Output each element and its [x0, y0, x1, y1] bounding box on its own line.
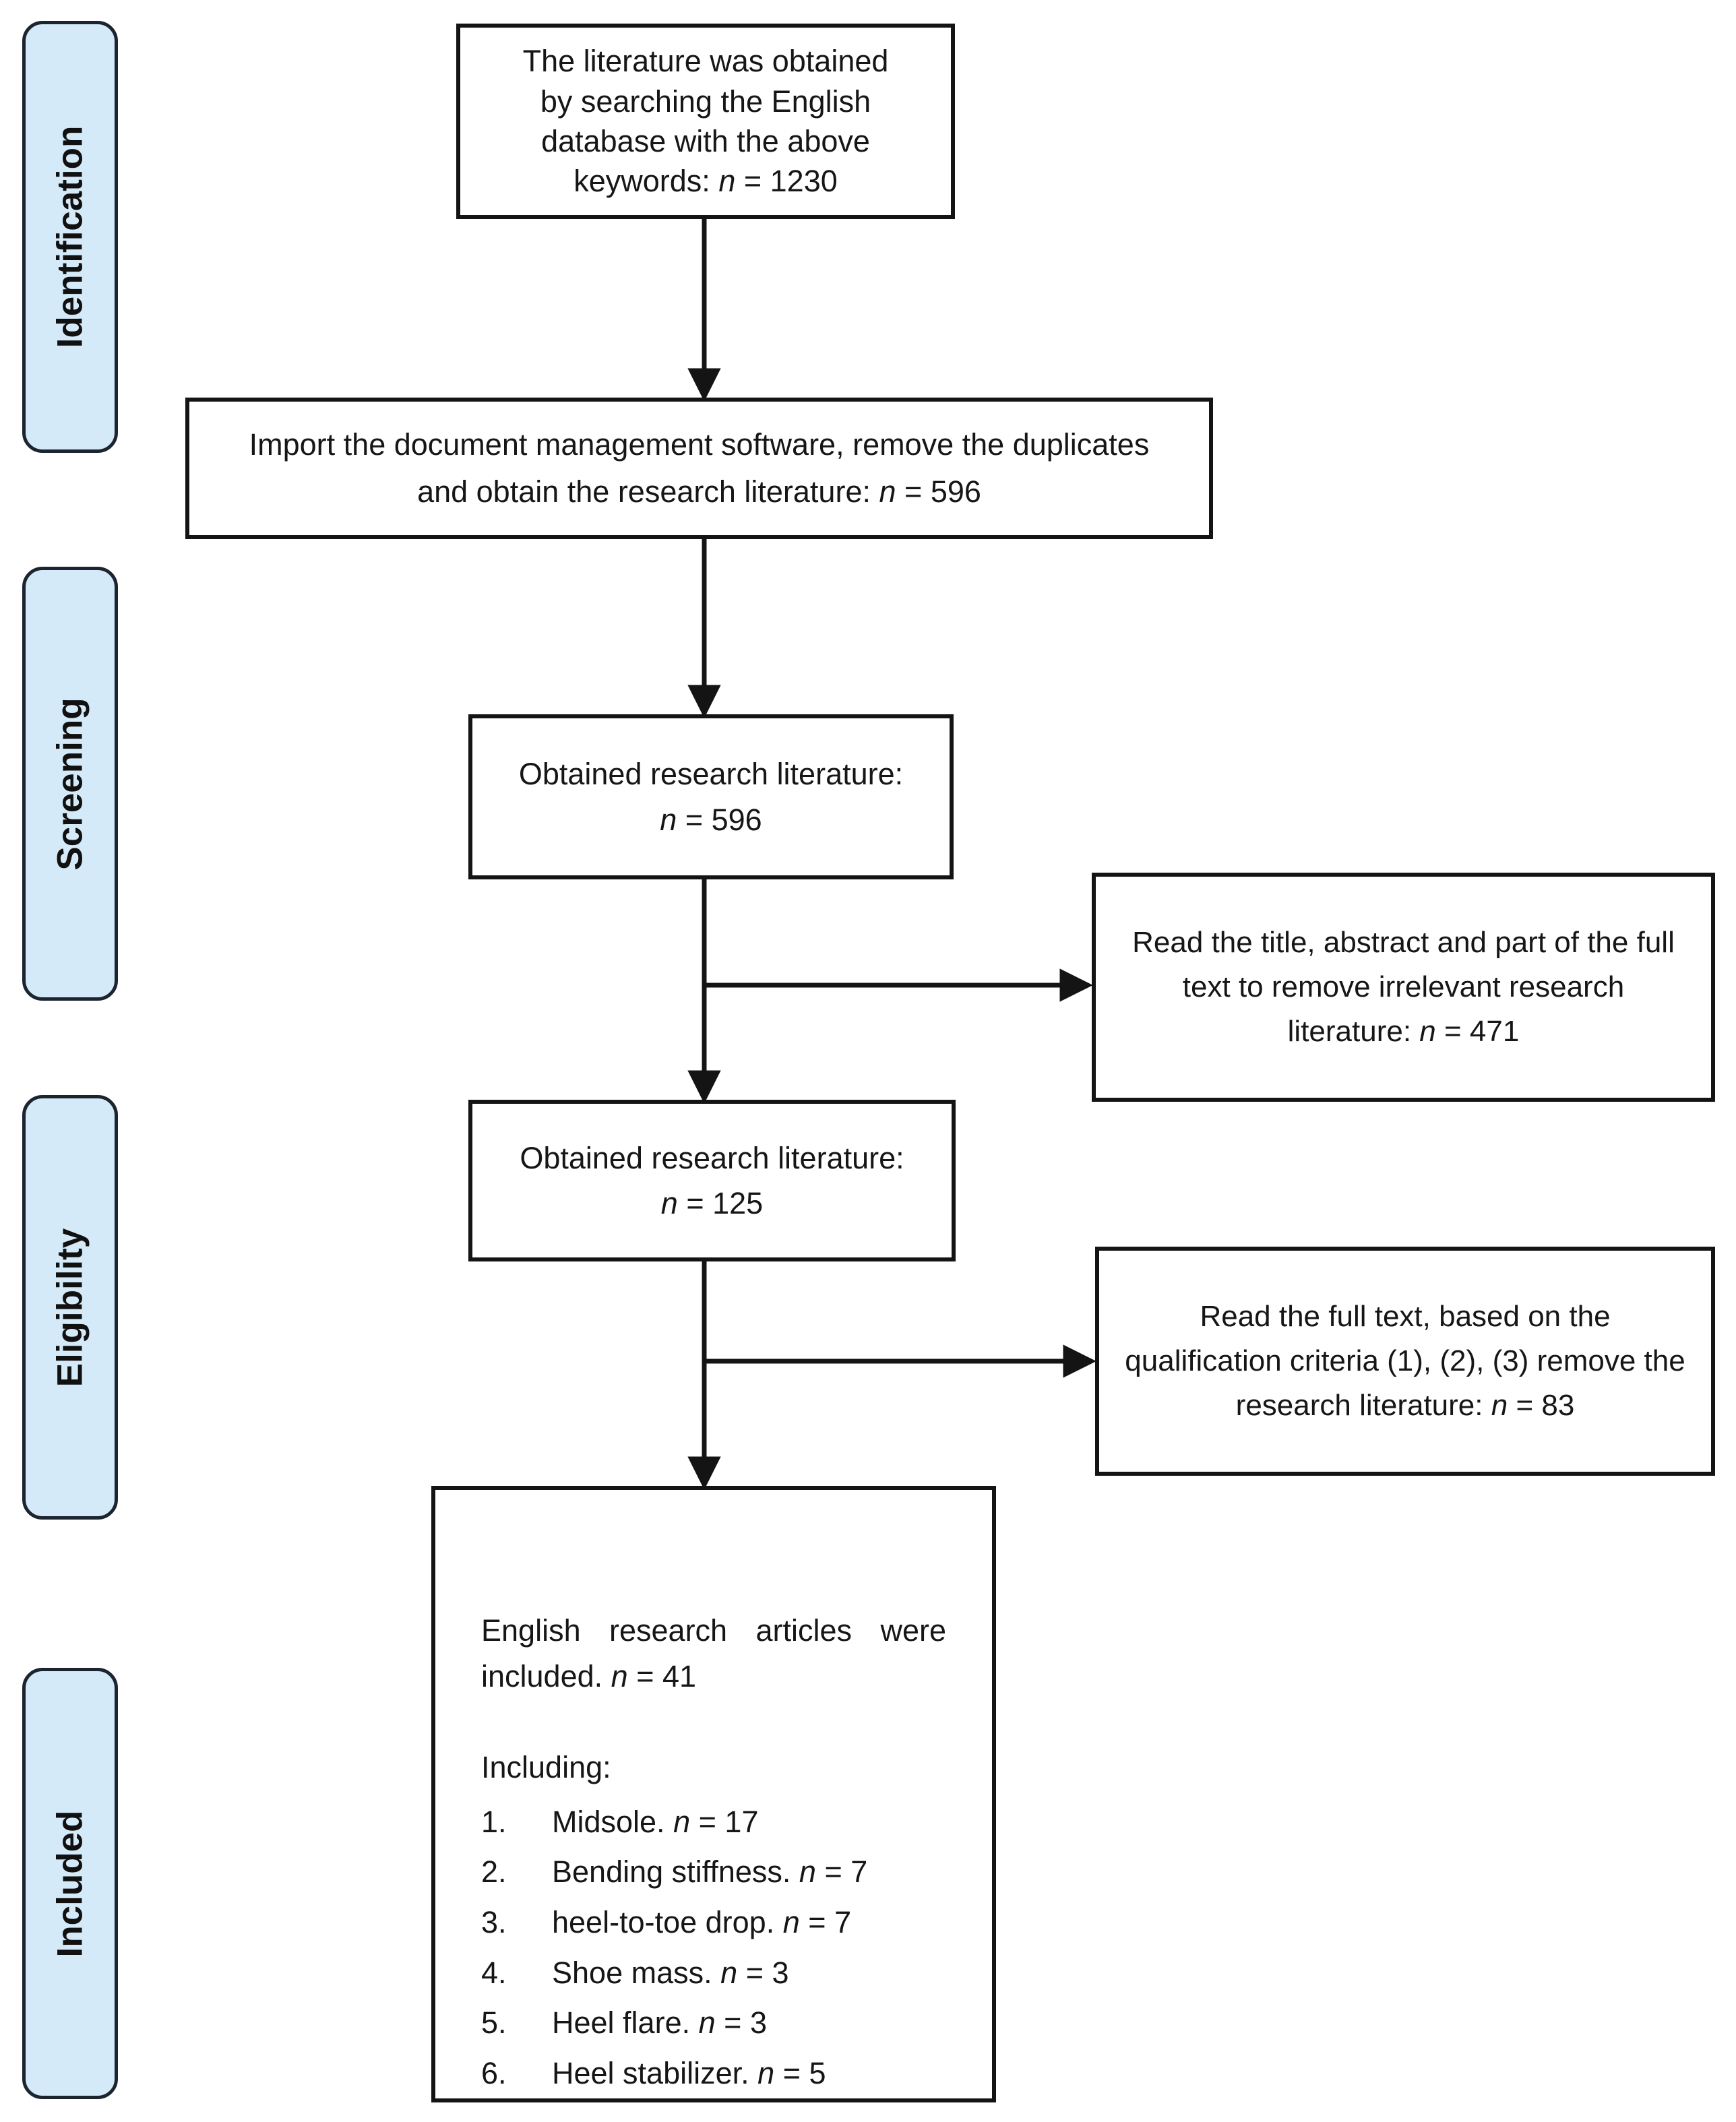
n-symbol: n [1419, 1015, 1436, 1048]
item-text: Bending stiffness. n = 7 [552, 1847, 867, 1898]
item-text: Heel flare. n = 3 [552, 1998, 767, 2049]
n-value: = 471 [1444, 1015, 1520, 1048]
stage-label-text: Screening [50, 697, 90, 871]
item-number: 6. [481, 2055, 507, 2090]
included-item-heel-flare: 5. Heel flare. n = 3 [481, 1998, 946, 2049]
box-text-main: Read the title, abstract and part of the… [1132, 926, 1675, 1048]
included-summary: English research articles were included.… [481, 1608, 946, 1699]
item-label: heel-to-toe drop. [552, 1904, 775, 1939]
n-symbol: n [611, 1658, 628, 1693]
box-fulltext-exclusion: Read the full text, based on the qualifi… [1095, 1247, 1715, 1476]
n-value: = 7 [824, 1854, 868, 1890]
arrow-dedup-to-screened-head [687, 685, 721, 718]
box-text-main: Obtained research literature: [520, 1140, 904, 1175]
arrow-eligible-to-included-head [687, 1456, 721, 1490]
item-number: 5. [481, 2005, 507, 2040]
box-text-main: Import the document management software,… [249, 427, 1150, 509]
box-text-main: English research articles were included. [481, 1613, 946, 1693]
box-included-articles: English research articles were included.… [431, 1486, 996, 2102]
n-symbol: n [879, 474, 896, 509]
n-value: = 5 [782, 2055, 826, 2090]
arrow-search-to-dedup-head [687, 368, 721, 402]
n-value: = 596 [904, 474, 981, 509]
n-value: = 17 [698, 1804, 759, 1839]
box-text: Read the title, abstract and part of the… [1124, 920, 1683, 1054]
included-item-shoe-mass: 4. Shoe mass. n = 3 [481, 1948, 946, 1999]
included-item-heel-stabilizer: 6. Heel stabilizer. n = 5 [481, 2049, 946, 2099]
item-label: Heel flare. [552, 2005, 691, 2040]
box-text-main: Read the full text, based on the qualifi… [1125, 1300, 1685, 1422]
n-value: = 125 [686, 1186, 764, 1220]
stage-label-text: Eligibility [50, 1228, 90, 1387]
item-text: heel-to-toe drop. n = 7 [552, 1898, 851, 1948]
box-text: Import the document management software,… [243, 421, 1155, 516]
stage-label-text: Identification [50, 125, 90, 348]
item-label: Heel stabilizer. [552, 2055, 749, 2090]
n-symbol: n [757, 2055, 775, 2090]
stage-label-eligibility: Eligibility [22, 1095, 118, 1520]
item-text: Midsole. n = 17 [552, 1797, 758, 1848]
n-value: = 3 [745, 1955, 789, 1990]
item-text: Heel stabilizer. n = 5 [552, 2049, 826, 2099]
n-symbol: n [1491, 1389, 1508, 1422]
item-label: Shoe mass. [552, 1955, 712, 1990]
item-number: 1. [481, 1804, 507, 1839]
item-number: 4. [481, 1955, 507, 1990]
n-symbol: n [660, 802, 677, 837]
box-literature-search: The literature was obtained by searching… [456, 24, 955, 219]
stage-label-screening: Screening [22, 567, 118, 1001]
stage-label-identification: Identification [22, 21, 118, 453]
n-symbol: n [673, 1804, 691, 1839]
box-deduplication: Import the document management software,… [185, 398, 1213, 539]
branch-to-fulltext-exclusion-head [1063, 1344, 1096, 1378]
box-text-main: The literature was obtained by searching… [522, 44, 889, 199]
arrow-screened-to-eligible-head [687, 1070, 721, 1104]
n-value: = 1230 [743, 164, 838, 199]
n-line: n = 596 [472, 797, 950, 843]
n-symbol: n [799, 1854, 816, 1890]
box-eligible-literature: Obtained research literature: n = 125 [468, 1100, 956, 1261]
n-value: = 7 [808, 1904, 852, 1939]
box-text: Read the full text, based on the qualifi… [1121, 1294, 1690, 1428]
including-label: Including: [481, 1750, 611, 1784]
n-line: n = 125 [472, 1181, 952, 1226]
item-text: Shoe mass. n = 3 [552, 1948, 789, 1999]
n-value: = 596 [685, 802, 762, 837]
n-symbol: n [698, 2005, 716, 2040]
box-text-main: Obtained research literature: [518, 757, 904, 791]
box-text: The literature was obtained by searching… [505, 41, 906, 201]
item-number: 3. [481, 1904, 507, 1939]
n-symbol: n [782, 1904, 800, 1939]
stage-label-included: Included [22, 1668, 118, 2099]
n-value: = 41 [636, 1658, 697, 1693]
item-label: Bending stiffness. [552, 1854, 791, 1890]
box-title-abstract-exclusion: Read the title, abstract and part of the… [1092, 873, 1715, 1102]
n-symbol: n [660, 1186, 678, 1220]
n-value: = 83 [1516, 1389, 1575, 1422]
box-screened-literature: Obtained research literature: n = 596 [468, 714, 954, 879]
included-item-heel-to-toe-drop: 3. heel-to-toe drop. n = 7 [481, 1898, 946, 1948]
item-label: Midsole. [552, 1804, 665, 1839]
n-value: = 3 [724, 2005, 767, 2040]
included-item-bending-stiffness: 2. Bending stiffness. n = 7 [481, 1847, 946, 1898]
n-symbol: n [718, 164, 736, 199]
stage-label-text: Included [50, 1810, 90, 1957]
item-number: 2. [481, 1854, 507, 1890]
included-item-midsole: 1. Midsole. n = 17 [481, 1797, 946, 1848]
branch-to-title-abstract-exclusion-head [1059, 968, 1093, 1002]
n-symbol: n [720, 1955, 738, 1990]
